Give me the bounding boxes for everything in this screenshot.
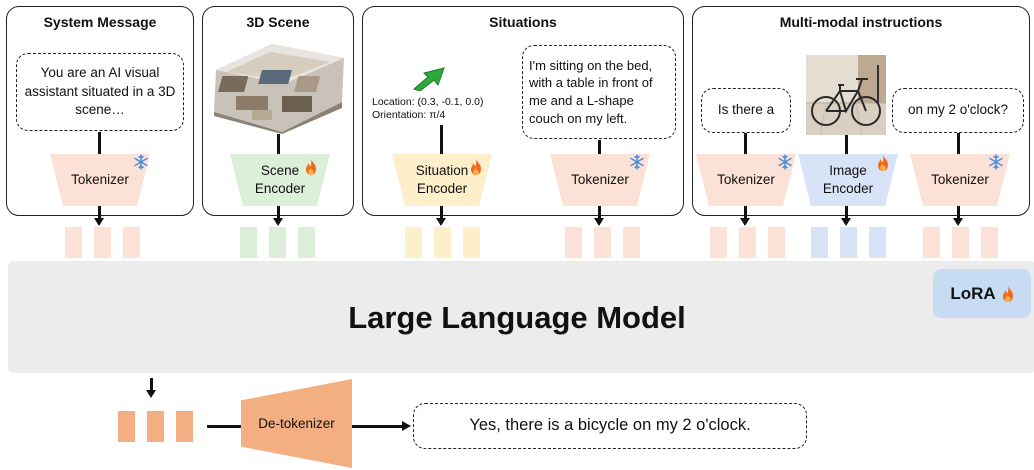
arrow-head bbox=[146, 390, 156, 398]
snowflake-icon bbox=[777, 154, 793, 170]
connector bbox=[845, 135, 848, 154]
token bbox=[94, 227, 111, 258]
location-text: Location: (0.3, -0.1, 0.0) bbox=[372, 96, 484, 108]
detokenizer-label: De-tokenizer bbox=[258, 416, 335, 431]
connector bbox=[207, 425, 241, 428]
token bbox=[952, 227, 969, 258]
arrow-head bbox=[94, 218, 104, 226]
connector bbox=[957, 133, 960, 154]
situation-tokenizer: Tokenizer bbox=[550, 154, 650, 206]
token bbox=[298, 227, 315, 258]
connector bbox=[440, 125, 443, 154]
flame-icon bbox=[1002, 286, 1014, 302]
3d-scene-image bbox=[214, 44, 344, 134]
arrow-shaft bbox=[598, 206, 601, 220]
orientation-text: Orientation: π/4 bbox=[372, 109, 446, 121]
arrow-head bbox=[740, 218, 750, 226]
instruction-tokenizer-left: Tokenizer bbox=[696, 154, 796, 206]
token bbox=[768, 227, 785, 258]
image-encoder: Image Encoder bbox=[798, 154, 898, 206]
output-token bbox=[147, 411, 164, 442]
token bbox=[594, 227, 611, 258]
token bbox=[981, 227, 998, 258]
output-token bbox=[176, 411, 193, 442]
instruction-tokenizer-right-label: Tokenizer bbox=[931, 171, 989, 187]
snowflake-icon bbox=[133, 154, 149, 170]
token bbox=[739, 227, 756, 258]
token bbox=[869, 227, 886, 258]
snowflake-icon bbox=[629, 154, 645, 170]
output-token bbox=[118, 411, 135, 442]
arrow-shaft bbox=[957, 206, 960, 220]
situation-encoder-label: Situation Encoder bbox=[415, 162, 469, 196]
response-box: Yes, there is a bicycle on my 2 o'clock. bbox=[413, 403, 807, 449]
scene-encoder-label: Scene Encoder bbox=[254, 162, 306, 196]
scene-title: 3D Scene bbox=[246, 14, 310, 30]
token bbox=[923, 227, 940, 258]
token bbox=[565, 227, 582, 258]
token bbox=[840, 227, 857, 258]
arrow-shaft bbox=[440, 206, 443, 220]
flame-icon bbox=[877, 155, 889, 171]
arrow-shaft bbox=[98, 206, 101, 220]
green-arrow-icon bbox=[413, 67, 445, 91]
token bbox=[710, 227, 727, 258]
arrow-shaft bbox=[744, 206, 747, 220]
arrow-head bbox=[402, 421, 411, 431]
arrow-head bbox=[841, 218, 851, 226]
instruction-right-box: on my 2 o'clock? bbox=[892, 88, 1024, 133]
bicycle-image bbox=[806, 55, 886, 135]
instruction-tokenizer-right: Tokenizer bbox=[910, 154, 1010, 206]
situation-encoder: Situation Encoder bbox=[392, 154, 492, 206]
connector bbox=[98, 132, 101, 154]
system-tokenizer: Tokenizer bbox=[50, 154, 150, 206]
arrow-head bbox=[594, 218, 604, 226]
arrow-head bbox=[273, 218, 283, 226]
arrow-head bbox=[953, 218, 963, 226]
token bbox=[269, 227, 286, 258]
system-tokenizer-label: Tokenizer bbox=[71, 171, 129, 187]
connector bbox=[277, 134, 280, 154]
arrow-shaft bbox=[352, 425, 404, 428]
arrow-shaft bbox=[277, 206, 280, 220]
arrow-head bbox=[436, 218, 446, 226]
token bbox=[811, 227, 828, 258]
system-message-box: You are an AI visual assistant situated … bbox=[16, 53, 184, 131]
situations-title: Situations bbox=[489, 14, 557, 30]
connector bbox=[744, 133, 747, 154]
situation-text-box: I'm sitting on the bed, with a table in … bbox=[522, 45, 676, 139]
flame-icon bbox=[305, 159, 317, 175]
image-encoder-label: Image Encoder bbox=[822, 162, 874, 196]
token bbox=[434, 227, 451, 258]
arrow-shaft bbox=[845, 206, 848, 220]
llm-block bbox=[8, 261, 1034, 373]
lora-label: LoRA bbox=[950, 283, 996, 303]
token bbox=[123, 227, 140, 258]
instruction-tokenizer-left-label: Tokenizer bbox=[717, 171, 775, 187]
token bbox=[623, 227, 640, 258]
multimodal-title: Multi-modal instructions bbox=[779, 14, 943, 30]
instruction-left-box: Is there a bbox=[701, 88, 791, 133]
token bbox=[405, 227, 422, 258]
token bbox=[463, 227, 480, 258]
token bbox=[65, 227, 82, 258]
connector bbox=[598, 140, 601, 154]
snowflake-icon bbox=[988, 154, 1004, 170]
system-message-title: System Message bbox=[43, 14, 157, 30]
detokenizer: De-tokenizer bbox=[241, 379, 352, 468]
llm-label: Large Language Model bbox=[348, 300, 686, 335]
situation-tokenizer-label: Tokenizer bbox=[571, 171, 629, 187]
arrow-shaft bbox=[150, 378, 153, 392]
token bbox=[240, 227, 257, 258]
flame-icon bbox=[470, 159, 482, 175]
lora-badge: LoRA bbox=[933, 269, 1031, 318]
